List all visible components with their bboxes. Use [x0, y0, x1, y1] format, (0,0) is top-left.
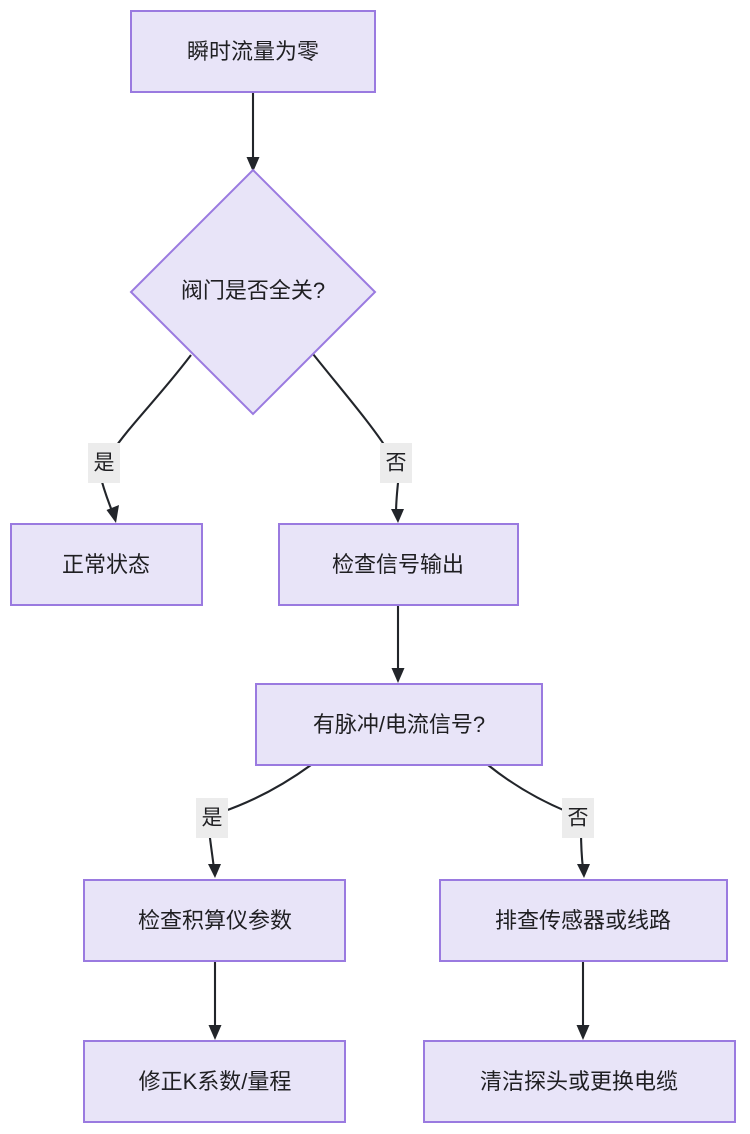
arrowhead-icon — [208, 1025, 222, 1040]
node-check-signal[interactable]: 检查信号输出 — [278, 523, 519, 606]
edge-label-valve-no: 否 — [380, 443, 412, 483]
node-shape-rectangle — [83, 879, 346, 962]
node-shape-rectangle — [83, 1040, 346, 1123]
edge-label-text: 是 — [94, 452, 115, 475]
edge-layer — [98, 92, 590, 1040]
arrowhead-icon — [208, 864, 221, 878]
node-shape-rectangle — [278, 523, 519, 606]
node-check-sensor-label: 排查传感器或线路 — [495, 908, 671, 933]
node-start[interactable]: 瞬时流量为零 — [130, 10, 376, 93]
edge-label-text: 否 — [386, 452, 407, 475]
node-fix-k-label: 修正K系数/量程 — [139, 1069, 292, 1094]
node-pulse-check[interactable]: 有脉冲/电流信号? — [255, 683, 543, 766]
arrowhead-icon — [246, 157, 260, 172]
node-shape-rectangle — [423, 1040, 736, 1123]
node-check-signal-label: 检查信号输出 — [332, 552, 464, 577]
edge-label-text: 否 — [568, 807, 589, 830]
node-clean-probe-label: 清洁探头或更换电缆 — [480, 1069, 678, 1094]
node-layer: 瞬时流量为零 阀门是否全关? 正常状态 检查信号输出 有脉冲/电流信号? — [10, 10, 736, 1123]
edge-label-layer: 是 否 是 否 — [88, 443, 594, 838]
node-valve-check[interactable]: 阀门是否全关? — [129, 168, 377, 416]
node-fix-k[interactable]: 修正K系数/量程 — [83, 1040, 346, 1123]
edge-label-background — [196, 798, 228, 838]
edge-label-pulse-yes: 是 — [196, 798, 228, 838]
node-check-sensor[interactable]: 排查传感器或线路 — [439, 879, 728, 962]
arrowhead-icon — [577, 864, 590, 878]
edge-check-sensor-to-clean-probe — [576, 961, 590, 1040]
edge-line — [312, 353, 390, 453]
edge-line — [487, 764, 569, 813]
node-shape-diamond — [129, 168, 377, 416]
edge-check-signal-to-pulse-check — [391, 605, 405, 683]
arrowhead-icon — [106, 505, 119, 523]
edge-valve-check-to-normal — [98, 354, 192, 523]
arrowhead-icon — [576, 1025, 590, 1040]
edge-line — [111, 354, 192, 453]
arrowhead-icon — [391, 509, 404, 523]
node-pulse-check-label: 有脉冲/电流信号? — [313, 712, 485, 737]
node-normal[interactable]: 正常状态 — [10, 523, 203, 606]
edge-start-to-valve-check — [246, 92, 260, 172]
edge-label-text: 是 — [202, 807, 223, 830]
node-start-label: 瞬时流量为零 — [187, 39, 319, 64]
node-shape-rectangle — [10, 523, 203, 606]
edge-label-valve-yes: 是 — [88, 443, 120, 483]
node-clean-probe[interactable]: 清洁探头或更换电缆 — [423, 1040, 736, 1123]
edge-check-totalizer-to-fix-k — [208, 961, 222, 1040]
node-normal-label: 正常状态 — [62, 552, 150, 577]
edge-label-background — [88, 443, 120, 483]
node-valve-check-label: 阀门是否全关? — [181, 278, 325, 303]
arrowhead-icon — [391, 668, 405, 683]
edge-label-background — [562, 798, 594, 838]
node-check-totalizer[interactable]: 检查积算仪参数 — [83, 879, 346, 962]
edge-label-background — [380, 443, 412, 483]
edge-line — [221, 764, 312, 813]
node-shape-rectangle — [130, 10, 376, 93]
node-shape-rectangle — [255, 683, 543, 766]
node-check-totalizer-label: 检查积算仪参数 — [138, 908, 292, 933]
node-shape-rectangle — [439, 879, 728, 962]
edge-valve-check-to-check-signal — [312, 353, 404, 523]
edge-label-pulse-no: 否 — [562, 798, 594, 838]
